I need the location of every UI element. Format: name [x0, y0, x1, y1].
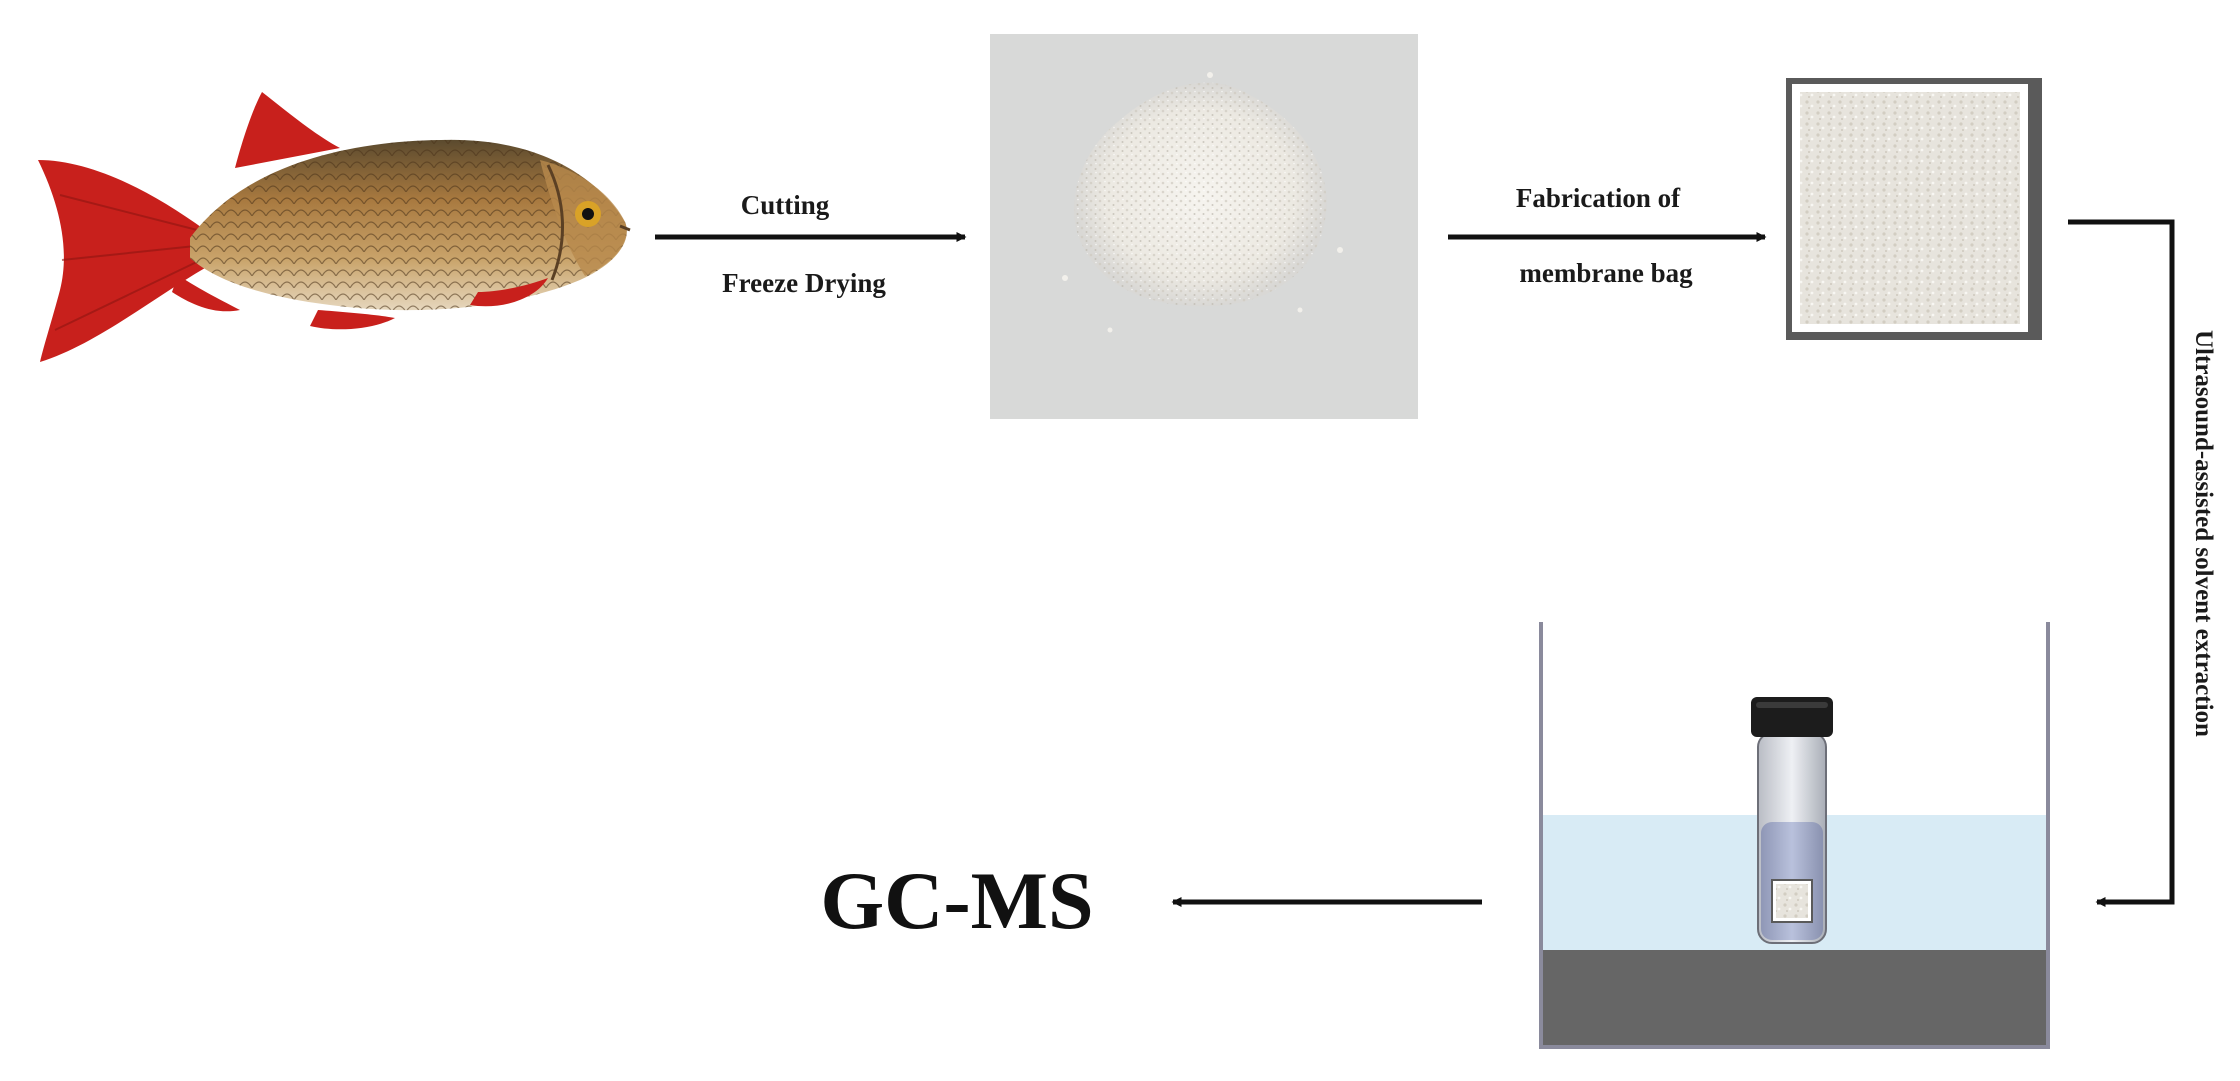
sample-vial — [1751, 697, 1833, 944]
membrane-bag — [1786, 78, 2042, 340]
arrow-bag-to-bath — [2068, 219, 2175, 907]
fish-illustration — [38, 92, 631, 362]
powder-photo — [990, 34, 1418, 419]
label-freeze-drying: Freeze Drying — [722, 268, 886, 298]
label-membrane-bag: membrane bag — [1519, 258, 1693, 288]
label-cutting: Cutting — [741, 190, 830, 220]
label-fabrication: Fabrication of — [1516, 183, 1681, 213]
label-gcms: GC-MS — [820, 855, 1093, 946]
label-extraction: Ultrasound-assisted solvent extraction — [2190, 330, 2217, 737]
ultrasonic-bath — [1539, 622, 2050, 1049]
